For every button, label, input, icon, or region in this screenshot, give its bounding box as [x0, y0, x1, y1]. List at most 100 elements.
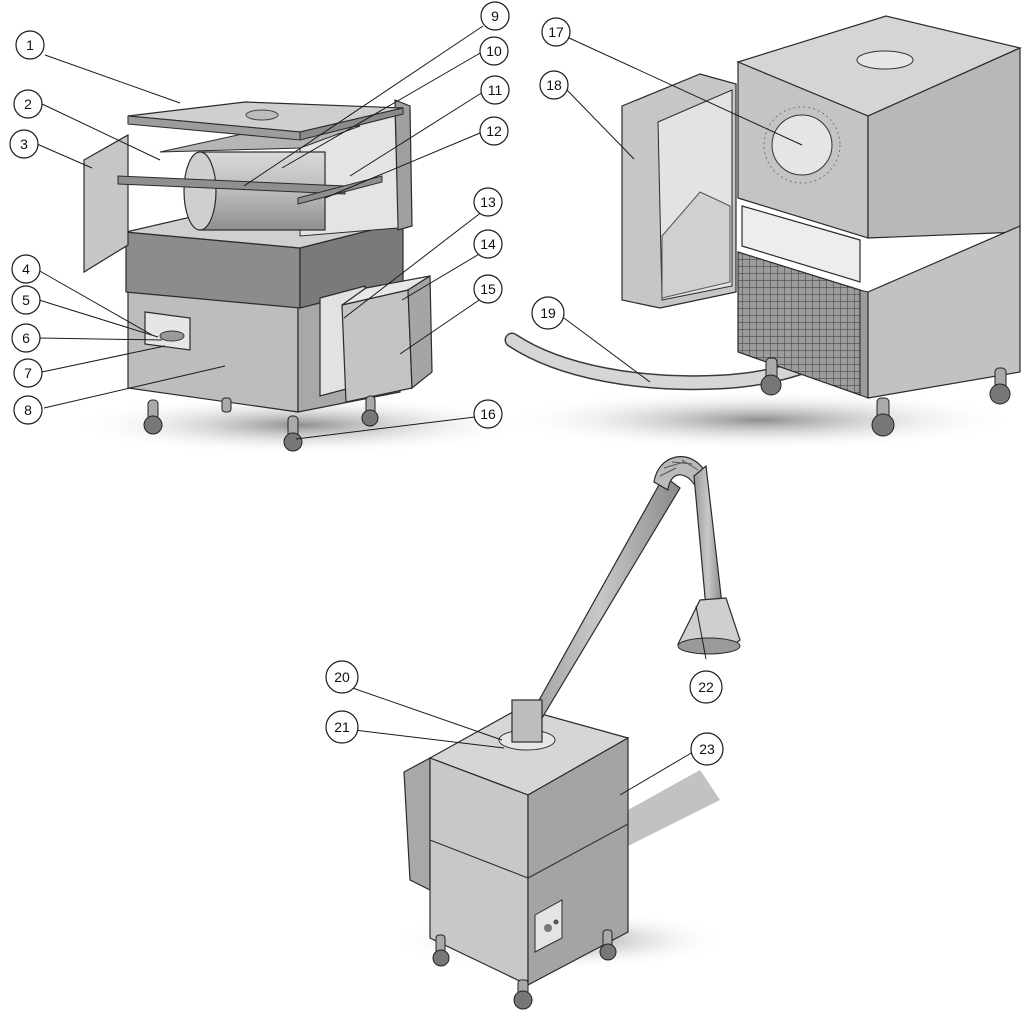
callout-8: 8	[13, 395, 43, 425]
callout-16: 16	[473, 399, 503, 429]
callout-7: 7	[13, 358, 43, 388]
callout-number: 9	[491, 8, 499, 24]
callout-11: 11	[480, 75, 510, 105]
viewing-slot	[741, 205, 861, 283]
arm-shadow	[610, 770, 720, 850]
callout-number: 14	[480, 236, 496, 252]
control-light-icon	[553, 919, 559, 925]
callout-number: 2	[24, 96, 32, 112]
floor-shadow-right	[500, 390, 1020, 450]
callout-circle	[480, 1, 510, 31]
casters-bottom	[432, 929, 617, 1010]
callout-18: 18	[539, 70, 569, 100]
callout-number: 4	[22, 261, 30, 277]
callout-circle	[541, 17, 571, 47]
callout-9: 9	[480, 1, 510, 31]
callout-circle	[15, 30, 45, 60]
callout-15: 15	[473, 274, 503, 304]
callout-6: 6	[11, 323, 41, 353]
hose-highlight	[506, 334, 811, 389]
extraction-arm-lower	[516, 475, 681, 739]
callout-circle	[473, 399, 503, 429]
callout-circle	[11, 254, 41, 284]
callout-10: 10	[479, 36, 509, 66]
floor-shadow	[70, 395, 530, 455]
callout-3: 3	[9, 129, 39, 159]
callout-number: 13	[480, 194, 496, 210]
support-bar	[117, 175, 346, 195]
callout-circle	[479, 36, 509, 66]
callout-circle	[689, 670, 723, 704]
left-door-panel	[83, 133, 129, 274]
callout-circle	[9, 129, 39, 159]
callout-14: 14	[473, 229, 503, 259]
callout-number: 1	[26, 37, 34, 53]
callout-circle	[11, 323, 41, 353]
control-knob-icon	[544, 924, 552, 932]
callout-number: 23	[699, 741, 715, 757]
drawer-front	[341, 289, 413, 403]
open-filter-cart-view	[70, 99, 530, 455]
callout-number: 7	[24, 365, 32, 381]
callout-number: 20	[334, 669, 350, 685]
callout-20: 20	[325, 660, 359, 694]
extraction-unit-with-arm-view	[390, 456, 741, 1010]
inner-port-ring	[763, 106, 841, 184]
hood-mouth	[677, 637, 741, 655]
lower-side	[867, 225, 1021, 399]
elbow-ribs	[659, 459, 699, 477]
lid-side	[299, 107, 404, 141]
callout-number: 12	[486, 123, 502, 139]
callout-4: 4	[11, 254, 41, 284]
callout-circle	[479, 116, 509, 146]
lower-front-panel	[859, 289, 869, 399]
callout-22: 22	[689, 670, 723, 704]
callout-12: 12	[479, 116, 509, 146]
callout-circle	[325, 660, 359, 694]
callout-circle	[531, 296, 565, 330]
callout-circle	[325, 710, 359, 744]
casters	[143, 395, 379, 452]
lid-vent-icon	[245, 109, 279, 121]
callout-number: 3	[20, 136, 28, 152]
callout-circle	[480, 75, 510, 105]
callout-circle	[473, 274, 503, 304]
callout-number: 17	[548, 24, 564, 40]
drawer-side	[407, 274, 433, 390]
window-part	[159, 330, 185, 342]
callout-number: 11	[488, 82, 503, 98]
callout-5: 5	[11, 285, 41, 315]
callout-circle	[13, 358, 43, 388]
callout-number: 8	[24, 402, 32, 418]
callout-circle	[13, 89, 43, 119]
callout-21: 21	[325, 710, 359, 744]
callout-number: 15	[480, 281, 496, 297]
callout-number: 22	[698, 679, 714, 695]
filter-cylinder-end	[183, 151, 217, 231]
callout-number: 21	[334, 719, 350, 735]
rear-door-open-view	[500, 15, 1022, 450]
callout-23: 23	[690, 732, 724, 766]
callout-2: 2	[13, 89, 43, 119]
extraction-arm-upper	[693, 464, 723, 609]
callout-number: 19	[540, 305, 556, 321]
callout-number: 18	[546, 77, 562, 93]
callout-circle	[690, 732, 724, 766]
callout-17: 17	[541, 17, 571, 47]
callout-number: 5	[22, 292, 30, 308]
callout-circle	[13, 395, 43, 425]
callout-circle	[539, 70, 569, 100]
rear-door-inner-funnel	[661, 191, 731, 299]
callout-circle	[473, 229, 503, 259]
callout-number: 10	[486, 43, 502, 59]
unit-right-seam	[527, 823, 629, 879]
callout-number: 6	[22, 330, 30, 346]
callout-1: 1	[15, 30, 45, 60]
callout-leaders	[36, 25, 803, 796]
callout-number: 16	[480, 406, 496, 422]
callout-13: 13	[473, 187, 503, 217]
unit-side-door	[403, 756, 431, 891]
lower-cabinet-front	[127, 289, 299, 413]
casters-right	[760, 357, 1011, 437]
